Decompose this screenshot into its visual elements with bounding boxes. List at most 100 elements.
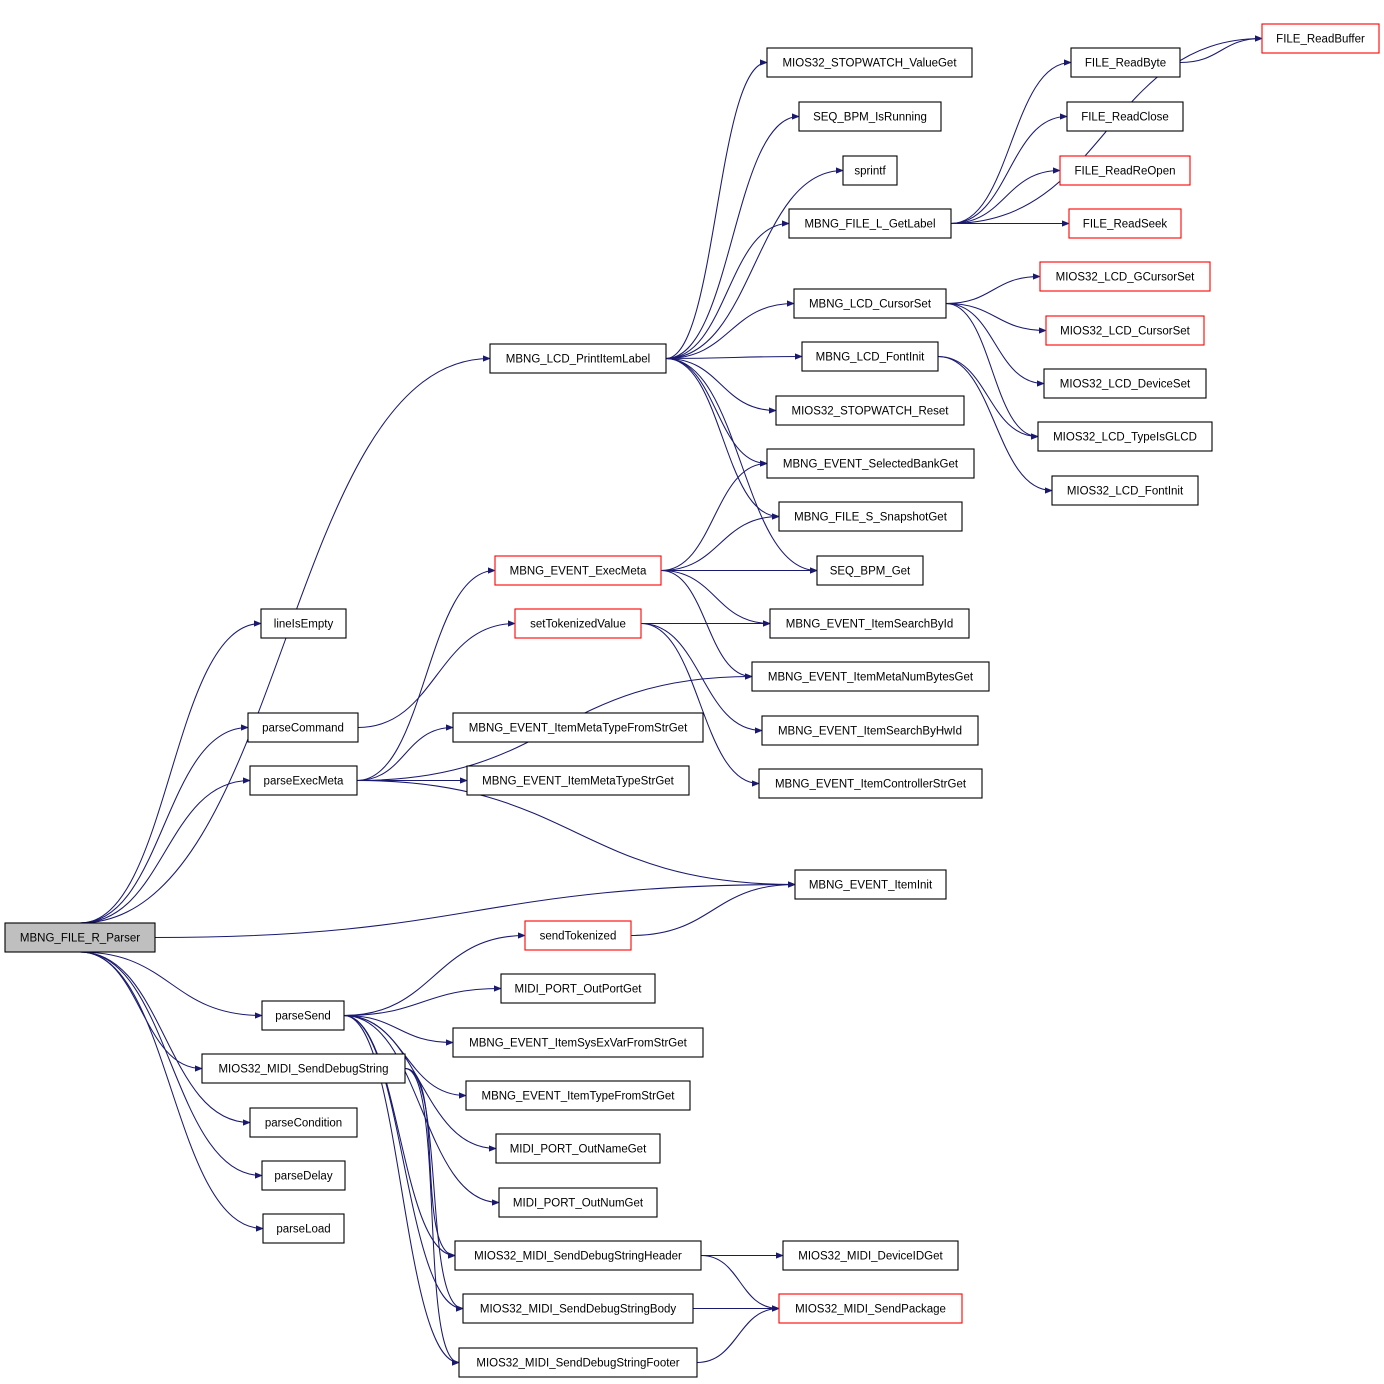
node-send-package[interactable]: MIOS32_MIDI_SendPackage <box>778 1293 963 1324</box>
node-box[interactable] <box>514 608 642 639</box>
node-box[interactable] <box>261 1160 346 1191</box>
node-line-is-empty[interactable]: lineIsEmpty <box>260 608 347 639</box>
node-read-byte[interactable]: FILE_ReadByte <box>1070 47 1181 78</box>
node-box[interactable] <box>489 343 667 374</box>
node-parse-condition[interactable]: parseCondition <box>249 1107 358 1138</box>
node-box[interactable] <box>1051 475 1199 506</box>
node-box[interactable] <box>769 608 970 639</box>
node-box[interactable] <box>1066 101 1184 132</box>
node-box[interactable] <box>1045 315 1205 346</box>
node-box[interactable] <box>1043 368 1207 399</box>
node-box[interactable] <box>500 973 656 1004</box>
node-box[interactable] <box>798 101 942 132</box>
node-parse-command[interactable]: parseCommand <box>247 712 359 743</box>
node-box[interactable] <box>249 765 358 796</box>
node-box[interactable] <box>247 712 359 743</box>
node-meta-num-bytes-get[interactable]: MBNG_EVENT_ItemMetaNumBytesGet <box>751 661 990 692</box>
node-box[interactable] <box>778 501 963 532</box>
node-box[interactable] <box>751 661 990 692</box>
node-box[interactable] <box>1261 23 1380 54</box>
node-lcd-font-init[interactable]: MBNG_LCD_FontInit <box>801 341 939 372</box>
node-item-search-by-hw-id[interactable]: MBNG_EVENT_ItemSearchByHwId <box>761 715 979 746</box>
node-file-lget-label[interactable]: MBNG_FILE_L_GetLabel <box>788 208 952 239</box>
node-bpm-get[interactable]: SEQ_BPM_Get <box>816 555 924 586</box>
node-box[interactable] <box>262 1213 345 1244</box>
node-box[interactable] <box>524 920 632 951</box>
node-meta-type-from-str-get[interactable]: MBNG_EVENT_ItemMetaTypeFromStrGet <box>452 712 704 743</box>
node-box[interactable] <box>452 1027 704 1058</box>
node-box[interactable] <box>495 1133 661 1164</box>
node-snapshot-get[interactable]: MBNG_FILE_S_SnapshotGet <box>778 501 963 532</box>
node-debug-header[interactable]: MIOS32_MIDI_SendDebugStringHeader <box>454 1240 702 1271</box>
node-box[interactable] <box>462 1293 694 1324</box>
node-box[interactable] <box>494 555 662 586</box>
node-debug-body[interactable]: MIOS32_MIDI_SendDebugStringBody <box>462 1293 694 1324</box>
node-read-re-open[interactable]: FILE_ReadReOpen <box>1059 155 1191 186</box>
node-box[interactable] <box>775 395 965 426</box>
node-mios32-font-init[interactable]: MIOS32_LCD_FontInit <box>1051 475 1199 506</box>
node-box[interactable] <box>842 155 898 186</box>
node-item-init[interactable]: MBNG_EVENT_ItemInit <box>794 869 947 900</box>
node-type-is-glcd[interactable]: MIOS32_LCD_TypeIsGLCD <box>1037 421 1213 452</box>
node-box[interactable] <box>1037 421 1213 452</box>
node-box[interactable] <box>249 1107 358 1138</box>
node-box[interactable] <box>766 448 975 479</box>
node-mios32-cursor-set[interactable]: MIOS32_LCD_CursorSet <box>1045 315 1205 346</box>
node-box[interactable] <box>465 1080 691 1111</box>
node-sys-ex-var-from-str-get[interactable]: MBNG_EVENT_ItemSysExVarFromStrGet <box>452 1027 704 1058</box>
node-parse-load[interactable]: parseLoad <box>262 1213 345 1244</box>
node-box[interactable] <box>794 869 947 900</box>
node-box[interactable] <box>454 1240 702 1271</box>
node-exec-meta[interactable]: MBNG_EVENT_ExecMeta <box>494 555 662 586</box>
node-debug-footer[interactable]: MIOS32_MIDI_SendDebugStringFooter <box>458 1347 698 1378</box>
node-type-from-str-get[interactable]: MBNG_EVENT_ItemTypeFromStrGet <box>465 1080 691 1111</box>
node-sprintf[interactable]: sprintf <box>842 155 898 186</box>
node-read-seek[interactable]: FILE_ReadSeek <box>1068 208 1182 239</box>
node-device-id-get[interactable]: MIOS32_MIDI_DeviceIDGet <box>782 1240 959 1271</box>
node-read-close[interactable]: FILE_ReadClose <box>1066 101 1184 132</box>
node-out-name-get[interactable]: MIDI_PORT_OutNameGet <box>495 1133 661 1164</box>
node-send-tokenized[interactable]: sendTokenized <box>524 920 632 951</box>
node-box[interactable] <box>458 1347 698 1378</box>
node-out-num-get[interactable]: MIDI_PORT_OutNumGet <box>498 1187 658 1218</box>
node-device-set[interactable]: MIOS32_LCD_DeviceSet <box>1043 368 1207 399</box>
node-item-search-by-id[interactable]: MBNG_EVENT_ItemSearchById <box>769 608 970 639</box>
node-print-item-label[interactable]: MBNG_LCD_PrintItemLabel <box>489 343 667 374</box>
node-meta-type-str-get[interactable]: MBNG_EVENT_ItemMetaTypeStrGet <box>466 765 690 796</box>
node-box[interactable] <box>801 341 939 372</box>
node-box[interactable] <box>1068 208 1182 239</box>
node-box[interactable] <box>788 208 952 239</box>
node-root[interactable]: MBNG_FILE_R_Parser <box>4 922 156 953</box>
node-box[interactable] <box>1070 47 1181 78</box>
node-box[interactable] <box>4 922 156 953</box>
node-box[interactable] <box>498 1187 658 1218</box>
node-g-cursor-set[interactable]: MIOS32_LCD_GCursorSet <box>1039 261 1211 292</box>
node-box[interactable] <box>466 765 690 796</box>
node-box[interactable] <box>778 1293 963 1324</box>
node-bpm-is-running[interactable]: SEQ_BPM_IsRunning <box>798 101 942 132</box>
node-stopwatch-value-get[interactable]: MIOS32_STOPWATCH_ValueGet <box>766 47 973 78</box>
node-box[interactable] <box>452 712 704 743</box>
node-selected-bank-get[interactable]: MBNG_EVENT_SelectedBankGet <box>766 448 975 479</box>
node-box[interactable] <box>1059 155 1191 186</box>
node-box[interactable] <box>758 768 983 799</box>
node-out-port-get[interactable]: MIDI_PORT_OutPortGet <box>500 973 656 1004</box>
node-parse-delay[interactable]: parseDelay <box>261 1160 346 1191</box>
node-send-debug-string[interactable]: MIOS32_MIDI_SendDebugString <box>201 1053 406 1084</box>
node-box[interactable] <box>201 1053 406 1084</box>
node-read-buffer[interactable]: FILE_ReadBuffer <box>1261 23 1380 54</box>
node-controller-str-get[interactable]: MBNG_EVENT_ItemControllerStrGet <box>758 768 983 799</box>
node-set-tokenized-value[interactable]: setTokenizedValue <box>514 608 642 639</box>
node-box[interactable] <box>761 715 979 746</box>
node-parse-exec-meta[interactable]: parseExecMeta <box>249 765 358 796</box>
node-parse-send[interactable]: parseSend <box>261 1000 345 1031</box>
node-box[interactable] <box>1039 261 1211 292</box>
node-box[interactable] <box>793 288 947 319</box>
node-box[interactable] <box>816 555 924 586</box>
node-lcd-cursor-set[interactable]: MBNG_LCD_CursorSet <box>793 288 947 319</box>
node-stopwatch-reset[interactable]: MIOS32_STOPWATCH_Reset <box>775 395 965 426</box>
node-box[interactable] <box>261 1000 345 1031</box>
node-box[interactable] <box>782 1240 959 1271</box>
node-box[interactable] <box>766 47 973 78</box>
node-box[interactable] <box>260 608 347 639</box>
